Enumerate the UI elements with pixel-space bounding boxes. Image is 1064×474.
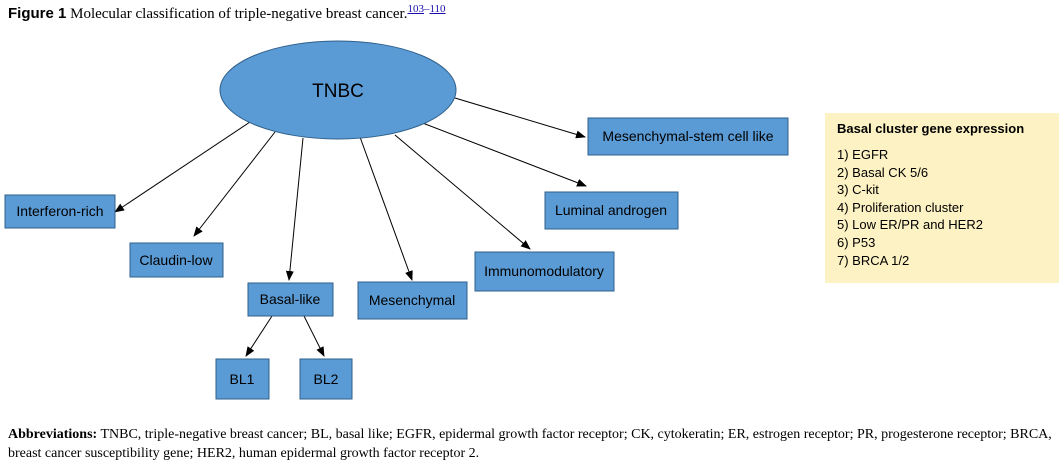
edge-tnbc-mesenchymal-stem (454, 97, 586, 139)
abbreviations-label: Abbreviations: (8, 427, 98, 442)
node-immunomodulatory-label: Immunomodulatory (484, 263, 604, 279)
reference-dash: – (423, 3, 430, 15)
node-luminal-androgen-label: Luminal androgen (555, 202, 667, 218)
edge-tnbc-claudin-low (193, 131, 276, 237)
node-mesenchymal-stem-box (587, 117, 789, 156)
node-tnbc: TNBC (219, 40, 457, 140)
node-interferon-rich-label: Interferon-rich (16, 203, 103, 219)
node-mesenchymal-box (357, 281, 468, 320)
legend-item: 1) EGFR (837, 147, 889, 162)
legend-item: 4) Proliferation cluster (837, 199, 964, 215)
abbreviations-note: Abbreviations: TNBC, triple-negative bre… (8, 425, 1058, 463)
node-claudin-low-box (129, 242, 224, 278)
node-mesenchymal-label: Mesenchymal (369, 292, 455, 308)
legend-title: Basal cluster gene expression (837, 121, 1025, 136)
edge-tnbc-luminal-androgen (419, 121, 587, 187)
node-basal-like-label: Basal-like (260, 291, 321, 307)
node-bl1-box (215, 358, 270, 400)
node-bl1-label: BL1 (230, 371, 255, 387)
legend-item: 6) P53 (837, 234, 876, 250)
figure-label: Figure 1 (8, 5, 67, 22)
reference-link-start[interactable]: 103 (407, 3, 424, 15)
node-luminal-androgen-box (544, 191, 679, 230)
legend-item: 5) Low ER/PR and HER2 (837, 217, 983, 233)
node-bl2-box (299, 358, 353, 400)
node-claudin-low-label: Claudin-low (139, 252, 213, 268)
figure-caption: Figure 1 Molecular classification of tri… (8, 3, 446, 23)
basal-cluster-legend: Basal cluster gene expression 1) EGFR 2)… (825, 113, 1059, 283)
legend-item: 3) C-kit (837, 182, 879, 198)
edge-basal-like-bl2 (303, 315, 325, 357)
node-interferon-rich-box (4, 194, 116, 229)
node-basal-like-box (247, 282, 334, 317)
reference-link-end[interactable]: 110 (429, 3, 446, 15)
edge-tnbc-basal-like (285, 137, 304, 281)
node-tnbc-label: TNBC (312, 81, 364, 102)
edge-basal-like-bl1 (245, 315, 273, 357)
figure-title: Molecular classification of triple-negat… (70, 6, 408, 22)
edge-tnbc-immunomodulatory (394, 134, 531, 250)
node-bl2-label: BL2 (314, 371, 339, 387)
legend-item: 2) Basal CK 5/6 (837, 164, 929, 180)
abbreviations-text: TNBC, triple-negative breast cancer; BL,… (8, 427, 1052, 461)
legend-item: 7) BRCA 1/2 (837, 252, 910, 268)
edge-tnbc-interferon-rich (114, 121, 251, 213)
edge-tnbc-mesenchymal (359, 136, 413, 281)
node-immunomodulatory-box (474, 251, 615, 292)
node-mesenchymal-stem-label: Mesenchymal-stem cell like (602, 128, 773, 144)
